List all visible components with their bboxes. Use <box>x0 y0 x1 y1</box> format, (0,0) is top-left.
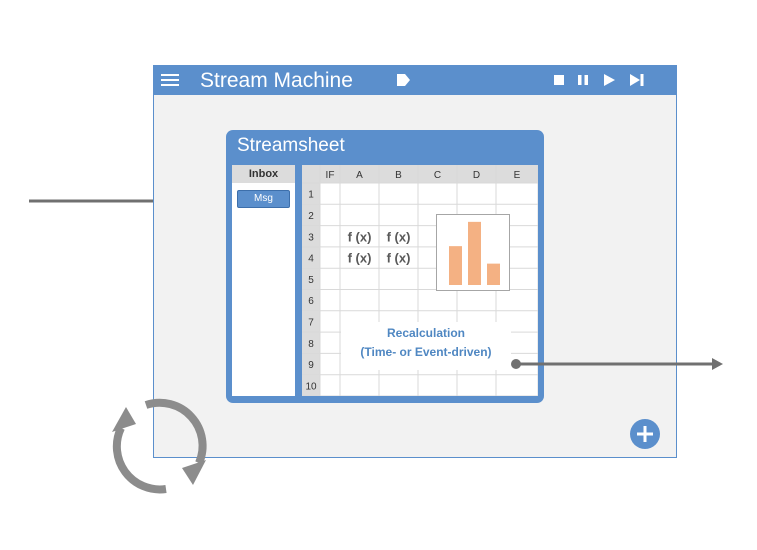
chart-bar <box>468 221 481 285</box>
chart-bar <box>449 246 462 285</box>
formula-cell[interactable]: f (x) <box>348 251 372 266</box>
inbox-header: Inbox <box>232 165 295 183</box>
inbox-message[interactable]: Msg <box>237 190 290 208</box>
stop-icon[interactable] <box>550 72 568 88</box>
row-header[interactable]: 3 <box>308 232 314 243</box>
row-header[interactable]: 4 <box>308 254 314 265</box>
row-header[interactable]: 9 <box>308 360 314 371</box>
formula-cell[interactable]: f (x) <box>348 229 372 244</box>
play-icon[interactable] <box>600 72 618 88</box>
column-header[interactable]: A <box>356 170 363 181</box>
formula-cell[interactable]: f (x) <box>387 251 411 266</box>
row-header[interactable]: 2 <box>308 211 314 222</box>
inbox-panel: Inbox Msg <box>232 165 295 396</box>
chart-bar <box>487 263 500 285</box>
column-header[interactable]: D <box>473 170 480 181</box>
row-header[interactable]: 6 <box>308 296 314 307</box>
skip-next-icon[interactable] <box>628 72 646 88</box>
row-header[interactable]: 7 <box>308 317 314 328</box>
formula-cell[interactable]: f (x) <box>387 229 411 244</box>
recalculation-title: Recalculation <box>386 326 466 340</box>
column-header[interactable]: B <box>395 170 402 181</box>
column-header[interactable]: E <box>514 170 521 181</box>
pause-icon[interactable] <box>574 72 592 88</box>
streamsheet-title: Streamsheet <box>237 135 345 156</box>
recalculation-label: Recalculation (Time- or Event-driven) <box>341 322 511 370</box>
row-header[interactable]: 10 <box>305 381 317 392</box>
column-header[interactable]: C <box>434 170 441 181</box>
tag-icon[interactable] <box>395 72 413 88</box>
column-header[interactable]: IF <box>326 170 335 181</box>
bar-chart-svg <box>449 221 500 285</box>
recalculation-subtitle: (Time- or Event-driven) <box>360 345 492 359</box>
mini-bar-chart <box>436 214 510 291</box>
machine-title: Stream Machine <box>200 69 353 92</box>
hamburger-menu-icon[interactable] <box>161 74 179 86</box>
plus-icon <box>637 426 653 442</box>
row-header[interactable]: 1 <box>308 190 314 201</box>
row-header[interactable]: 5 <box>308 275 314 286</box>
machine-title-bar: Stream Machine <box>154 66 676 95</box>
row-header[interactable]: 8 <box>308 339 314 350</box>
add-button[interactable] <box>630 419 660 449</box>
